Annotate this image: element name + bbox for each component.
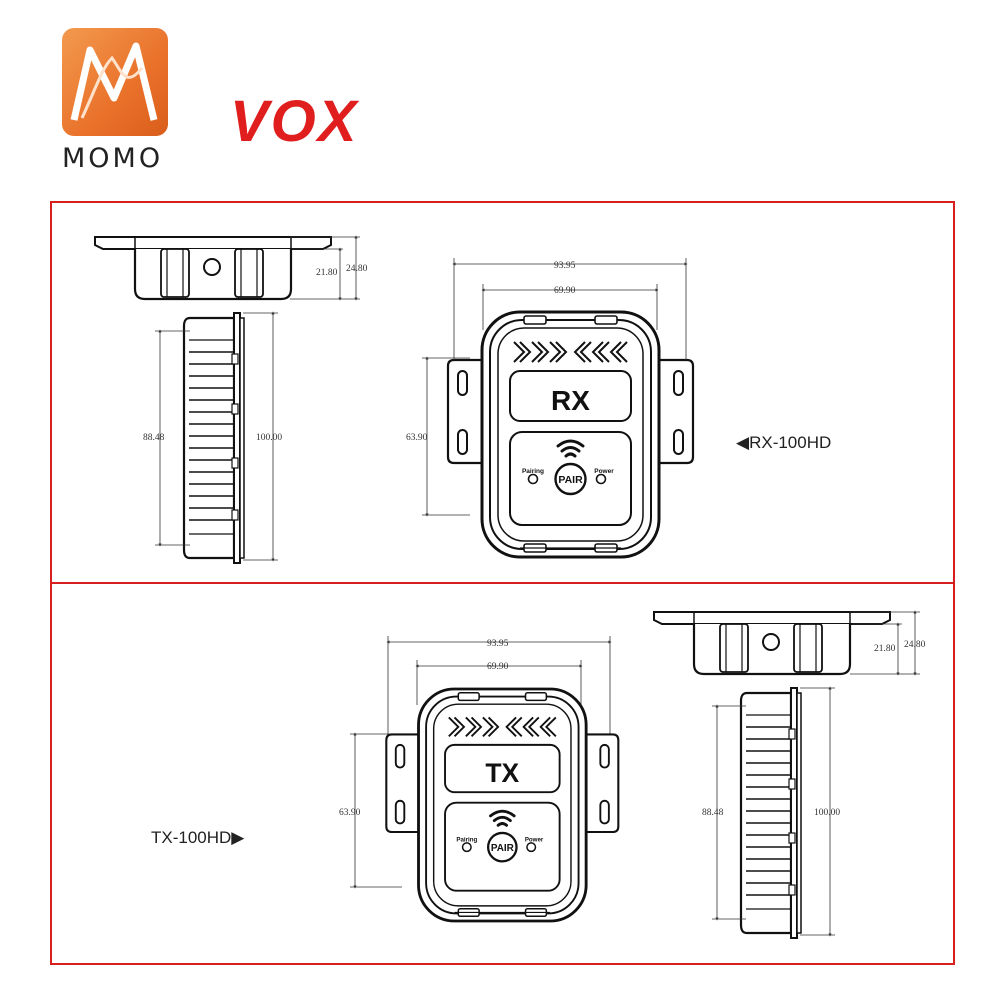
rx-dim-len-outer: 100.00 xyxy=(256,433,282,443)
tx-dim-len-inner: 88.48 xyxy=(702,808,724,818)
tx-section-frame xyxy=(50,582,955,965)
tx-power-led-label: Power xyxy=(525,836,544,843)
momo-logo-m-icon xyxy=(70,42,158,121)
momo-logo-text: MOMO xyxy=(62,143,164,174)
rx-dim-width-inner: 69.90 xyxy=(554,286,576,296)
tx-top-view xyxy=(652,610,892,676)
tx-dim-len-outer: 100.00 xyxy=(814,808,840,818)
rx-front-view: RX PAIR Pairing Power xyxy=(446,310,695,559)
rx-side-view xyxy=(182,311,246,565)
rx-pairing-led-label: Pairing xyxy=(522,468,544,475)
tx-dim-height: 63.90 xyxy=(339,808,361,818)
rx-pair-button-label: PAIR xyxy=(558,474,583,486)
rx-power-led-label: Power xyxy=(594,468,614,475)
tx-model-label: TX-100HD▶ xyxy=(151,828,245,847)
rx-dim-height: 63.90 xyxy=(406,433,428,443)
rx-dim-len-inner: 88.48 xyxy=(143,433,165,443)
tx-dim-width-outer: 93.95 xyxy=(487,639,509,649)
rx-face-label: RX xyxy=(551,385,590,416)
rx-dim-side-h2: 24.80 xyxy=(346,264,368,274)
rx-model-label: ◀RX-100HD xyxy=(736,433,831,452)
rx-top-view xyxy=(93,235,333,301)
tx-dim-side-h1: 21.80 xyxy=(874,644,896,654)
rx-dim-side-h1: 21.80 xyxy=(316,268,338,278)
tx-face-label: TX xyxy=(485,758,519,788)
rx-dim-width-outer: 93.95 xyxy=(554,261,576,271)
tx-pairing-led-label: Pairing xyxy=(456,836,477,843)
tx-pair-button-label: PAIR xyxy=(491,843,514,854)
vox-brand: VOX xyxy=(230,89,359,154)
tx-side-view xyxy=(739,686,803,940)
momo-logo-mark xyxy=(62,28,168,136)
tx-front-view: TX PAIR Pairing Power xyxy=(384,687,620,923)
tx-dim-width-inner: 69.90 xyxy=(487,662,509,672)
tx-dim-side-h2: 24.80 xyxy=(904,640,926,650)
